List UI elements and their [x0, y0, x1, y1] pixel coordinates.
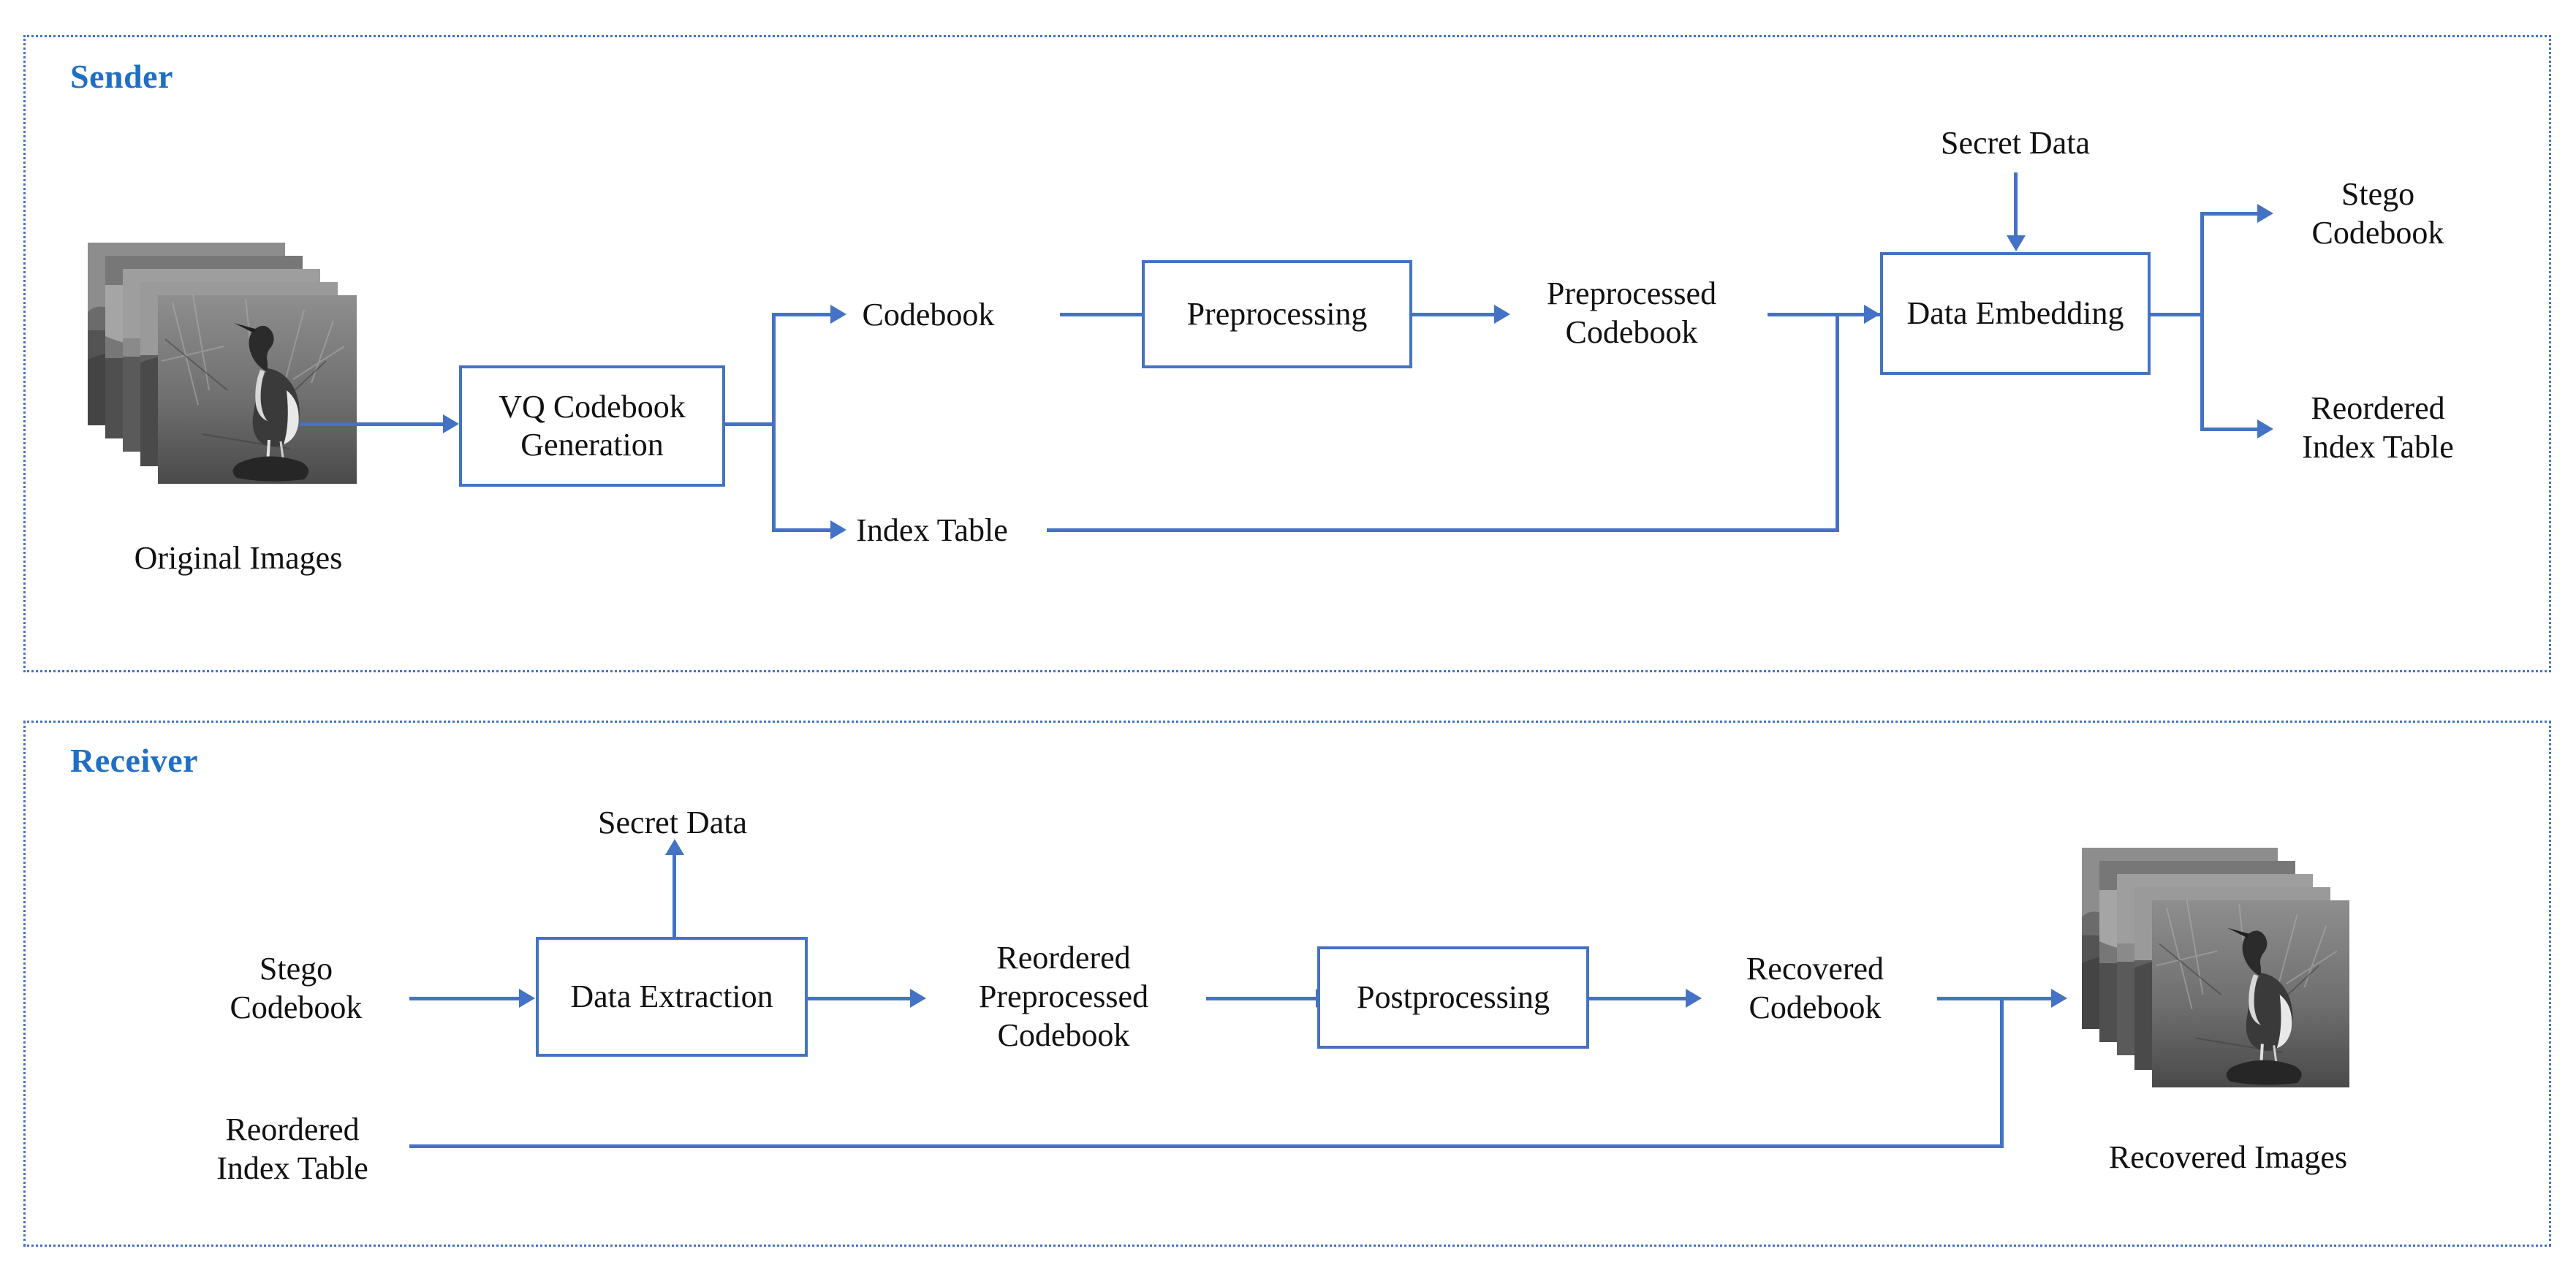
connector-postprocessing-to-recovered-codebook — [1589, 997, 1686, 1000]
connector-to-stego-codebook — [2200, 212, 2257, 216]
recovered-images-caption: Recovered Images — [2108, 1139, 2348, 1175]
arrowhead-to-data-embedding — [1864, 305, 1880, 324]
arrowhead-images-to-vq — [443, 414, 459, 433]
connector-extraction-to-secret-data — [673, 854, 676, 941]
connector-index-table-riser — [1836, 313, 1839, 532]
connector-reordered-preprocessed-to-postprocessing — [1206, 997, 1316, 1000]
arrowhead-to-recovered-images — [2051, 989, 2067, 1008]
recovered-images-stack — [2082, 848, 2360, 1096]
original-images-caption: Original Images — [134, 540, 343, 576]
connector-reordered-index-table-riser — [2000, 997, 2004, 1148]
label-preprocessed-codebook: Preprocessed Codebook — [1546, 276, 1717, 350]
label-reordered-index-table-receiver: Reordered Index Table — [216, 1112, 368, 1186]
arrowhead-to-reordered-preprocessed — [910, 989, 926, 1008]
connector-recovered-codebook-to-images — [1937, 997, 2061, 1000]
label-secret-data-sender: Secret Data — [1941, 125, 2090, 161]
connector-vq-stem — [725, 422, 775, 426]
receiver-panel — [23, 721, 2551, 1247]
sender-panel — [23, 35, 2551, 672]
label-reordered-preprocessed-codebook: Reordered Preprocessed Codebook — [978, 940, 1149, 1053]
connector-vq-split-vertical — [772, 313, 776, 532]
sender-panel-title: Sender — [70, 58, 173, 95]
arrowhead-to-preprocessed-codebook — [1494, 305, 1510, 324]
label-secret-data-receiver: Secret Data — [598, 805, 747, 840]
connector-vq-to-index-table — [772, 528, 830, 532]
connector-embedding-split-vertical — [2200, 212, 2204, 431]
arrowhead-secret-data-out — [665, 839, 684, 855]
connector-extraction-to-reordered-preprocessed — [808, 997, 910, 1000]
arrowhead-to-recovered-codebook — [1686, 989, 1702, 1008]
connector-codebook-to-preprocessing — [1060, 313, 1142, 316]
arrowhead-stego-to-extraction — [519, 989, 535, 1008]
label-stego-codebook-receiver: Stego Codebook — [230, 951, 363, 1025]
connector-images-to-vq — [300, 422, 443, 426]
label-recovered-codebook: Recovered Codebook — [1746, 951, 1884, 1025]
box-preprocessing[interactable]: Preprocessing — [1142, 260, 1412, 368]
image-sheet-front — [158, 295, 357, 484]
connector-stego-to-extraction — [409, 997, 529, 1000]
box-data-extraction[interactable]: Data Extraction — [536, 937, 808, 1057]
connector-secret-data-down — [2014, 172, 2018, 235]
arrowhead-to-index-table — [830, 520, 846, 539]
connector-embedding-stem — [2151, 313, 2203, 316]
label-index-table: Index Table — [856, 512, 1008, 548]
arrowhead-secret-data-into-embedding — [2007, 235, 2026, 251]
box-postprocessing[interactable]: Postprocessing — [1317, 946, 1589, 1049]
box-vq-codebook-generation[interactable]: VQ Codebook Generation — [459, 365, 725, 487]
original-images-stack — [88, 243, 358, 484]
connector-preprocessing-to-preprocessed-codebook — [1412, 313, 1494, 316]
image-sheet-front — [2152, 900, 2349, 1087]
receiver-panel-title: Receiver — [70, 742, 199, 779]
connector-to-reordered-index-table — [2200, 428, 2257, 431]
label-reordered-index-table-sender: Reordered Index Table — [2302, 390, 2454, 465]
connector-preprocessed-codebook-to-embedding — [1768, 313, 1880, 316]
label-codebook: Codebook — [862, 297, 995, 333]
connector-index-table-run — [1047, 528, 1839, 532]
label-stego-codebook-sender: Stego Codebook — [2311, 176, 2444, 251]
connector-vq-to-codebook — [772, 313, 830, 316]
connector-reordered-index-table-run — [409, 1144, 2003, 1148]
arrowhead-to-reordered-index-table — [2257, 419, 2273, 438]
arrowhead-to-codebook — [830, 305, 846, 324]
arrowhead-to-stego-codebook — [2257, 204, 2273, 223]
box-data-embedding[interactable]: Data Embedding — [1880, 252, 2151, 375]
